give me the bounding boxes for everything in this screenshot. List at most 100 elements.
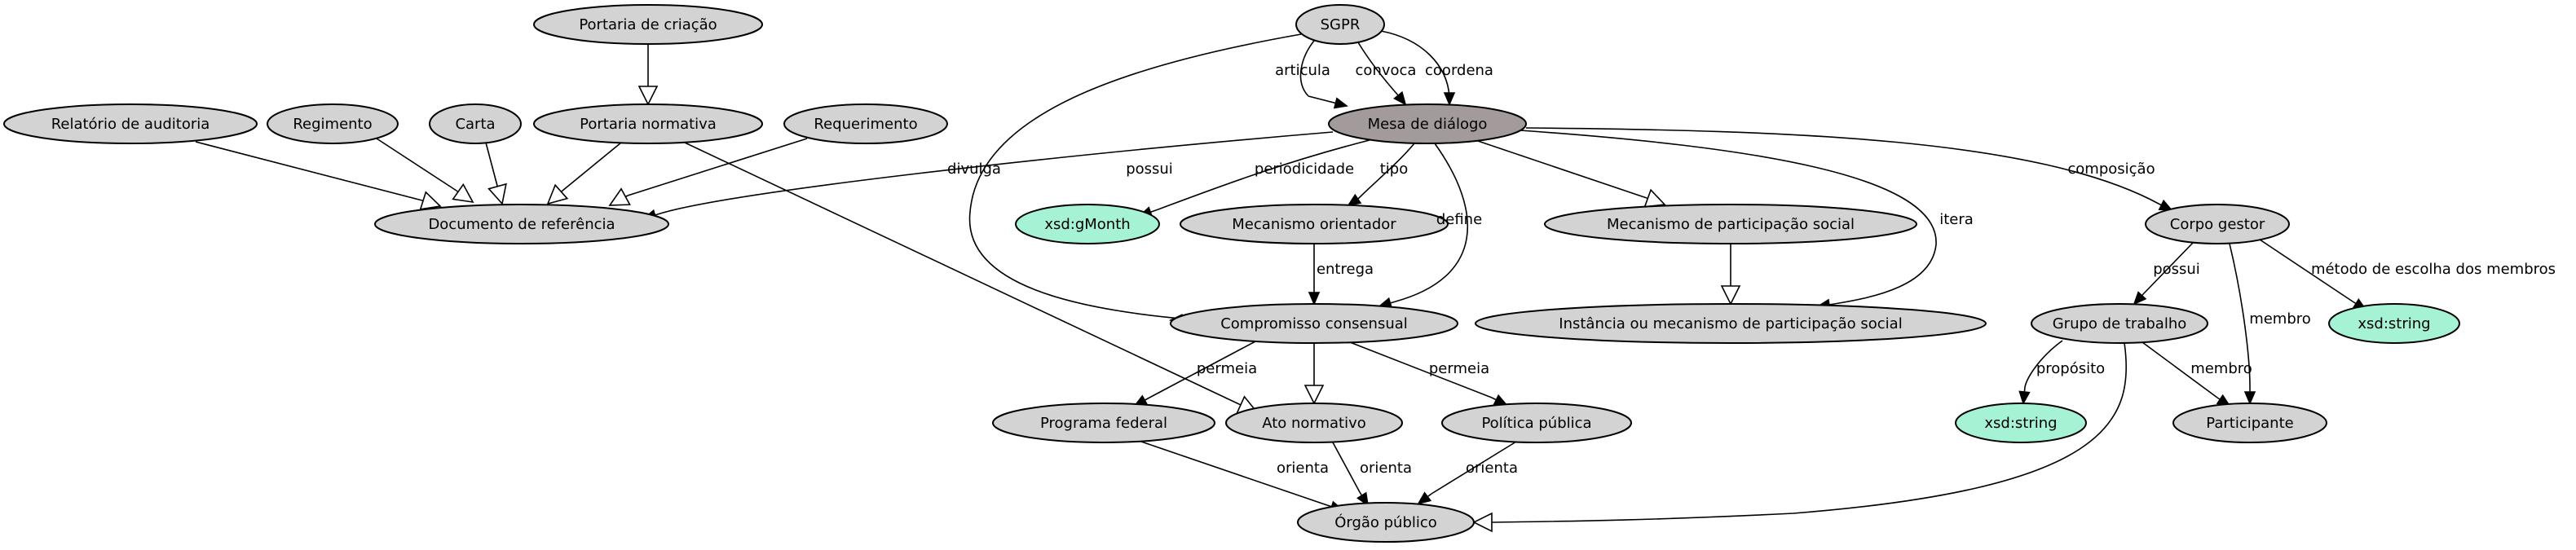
filled-arrowhead xyxy=(1393,90,1407,106)
node-label: Programa federal xyxy=(1040,415,1167,432)
node-shape xyxy=(992,403,1215,443)
node-label: Política pública xyxy=(1481,415,1591,432)
node-label: Ato normativo xyxy=(1262,415,1366,432)
edge-label: permeia xyxy=(1429,360,1489,377)
edge-label: propósito xyxy=(2036,360,2105,377)
subclass-edge-mesa-mecpart xyxy=(1475,139,1666,208)
filled-arrowhead xyxy=(1443,92,1456,107)
node-label: Regimento xyxy=(293,116,372,133)
node-shape xyxy=(1441,403,1632,443)
relation-edge-mecorient-entrega xyxy=(1308,244,1321,306)
edges-layer xyxy=(195,30,2367,533)
edge-label: itera xyxy=(1939,211,1974,228)
hollow-arrowhead xyxy=(487,183,507,205)
node-politica-publica: Política pública xyxy=(1441,403,1632,443)
node-label: Portaria de criação xyxy=(579,16,717,33)
node-label: Grupo de trabalho xyxy=(2053,315,2187,332)
subclass-edge-portnorm-doc xyxy=(546,142,622,205)
node-shape xyxy=(533,4,763,45)
hollow-arrowhead xyxy=(546,183,569,205)
edge-label: orienta xyxy=(1360,460,1412,477)
node-label: Requerimento xyxy=(814,116,917,133)
subclass-edge-mecpart-instancia xyxy=(1720,244,1741,306)
node-shape xyxy=(1328,103,1527,144)
node-shape xyxy=(2031,303,2208,344)
node-shape xyxy=(374,204,669,244)
node-label: Corpo gestor xyxy=(2170,216,2265,233)
node-label: xsd:string xyxy=(2358,315,2430,332)
node-label: Documento de referência xyxy=(428,216,615,233)
edge-label: membro xyxy=(2249,310,2311,328)
edge-label: permeia xyxy=(1197,360,1257,377)
node-label: xsd:string xyxy=(1984,415,2057,432)
edge-label: entrega xyxy=(1317,261,1374,278)
node-label: SGPR xyxy=(1321,16,1361,33)
relation-edge-mesa-tipo xyxy=(1347,143,1415,207)
filled-arrowhead xyxy=(1347,193,1362,207)
subclass-edge-portcriacao-portnorm xyxy=(637,44,659,106)
subclass-edge-carta-doc xyxy=(485,142,507,205)
subclass-edge-requerimento-doc xyxy=(608,138,808,206)
relation-edge-sgpr-divulga xyxy=(968,33,1302,326)
relation-edge-sgpr-coordena xyxy=(1380,30,1456,107)
node-compromisso-consensual: Compromisso consensual xyxy=(1170,303,1458,344)
node-instancia-mecanismo: Instância ou mecanismo de participação s… xyxy=(1475,303,1987,344)
edge-label: orienta xyxy=(1277,460,1329,477)
hollow-arrowhead xyxy=(637,86,659,106)
node-mecanismo-participacao: Mecanismo de participação social xyxy=(1544,204,1917,244)
node-shape xyxy=(1297,502,1475,543)
relation-edge-grupo-proposito xyxy=(2018,340,2063,406)
edge-label: periodicidade xyxy=(1255,161,1354,178)
edge-label: membro xyxy=(2190,360,2252,377)
edge-label: define xyxy=(1436,211,1482,228)
edge-label: convoca xyxy=(1356,62,1417,79)
relation-edge-sgpr-articula xyxy=(1299,40,1348,109)
node-relatorio-auditoria: Relatório de auditoria xyxy=(3,103,258,144)
node-label: Mecanismo de participação social xyxy=(1607,216,1855,233)
node-carta: Carta xyxy=(429,103,522,144)
node-regimento: Regimento xyxy=(267,103,399,144)
hollow-arrowhead xyxy=(419,191,442,210)
node-shape xyxy=(1225,403,1403,443)
node-documento-referencia: Documento de referência xyxy=(374,204,669,244)
node-shape xyxy=(783,103,948,144)
hollow-arrowhead xyxy=(452,183,474,204)
edge-label: orienta xyxy=(1466,460,1518,477)
node-grupo-trabalho: Grupo de trabalho xyxy=(2031,303,2208,344)
node-xsd-gmonth: xsd:gMonth xyxy=(1015,204,1160,244)
subclass-edge-grupo-orgao xyxy=(1472,342,2128,533)
node-label: Órgão público xyxy=(1334,513,1437,531)
node-orgao-publico: Órgão público xyxy=(1297,502,1475,543)
node-label: xsd:gMonth xyxy=(1044,216,1130,233)
node-shape xyxy=(1295,4,1385,45)
node-sgpr: SGPR xyxy=(1295,4,1385,45)
node-label: Carta xyxy=(455,116,495,133)
node-label: Participante xyxy=(2206,415,2293,432)
node-shape xyxy=(1955,403,2087,443)
node-label: Compromisso consensual xyxy=(1220,315,1408,332)
relation-edge-corpo-membro xyxy=(2229,243,2256,406)
relation-edge-corpo-possui xyxy=(2133,242,2194,306)
node-shape xyxy=(1544,204,1917,244)
edge-label: composição xyxy=(2067,161,2155,178)
subclass-edge-comp-ato xyxy=(1303,343,1325,405)
node-mesa-dialogo: Mesa de diálogo xyxy=(1328,103,1527,144)
node-label: Mecanismo orientador xyxy=(1232,216,1396,233)
edge-label: método de escolha dos membros xyxy=(2311,261,2556,278)
node-shape xyxy=(1015,204,1160,244)
node-ato-normativo: Ato normativo xyxy=(1225,403,1403,443)
node-shape xyxy=(267,103,399,144)
node-shape xyxy=(2145,204,2290,244)
node-shape xyxy=(2328,303,2460,344)
node-label: Mesa de diálogo xyxy=(1368,116,1488,133)
filled-arrowhead xyxy=(1308,292,1321,306)
node-label: Portaria normativa xyxy=(580,116,717,133)
node-mecanismo-orientador: Mecanismo orientador xyxy=(1180,204,1449,244)
node-shape xyxy=(2172,403,2327,443)
filled-arrowhead xyxy=(1493,394,1508,406)
node-corpo-gestor: Corpo gestor xyxy=(2145,204,2290,244)
filled-arrowhead xyxy=(2133,291,2147,306)
